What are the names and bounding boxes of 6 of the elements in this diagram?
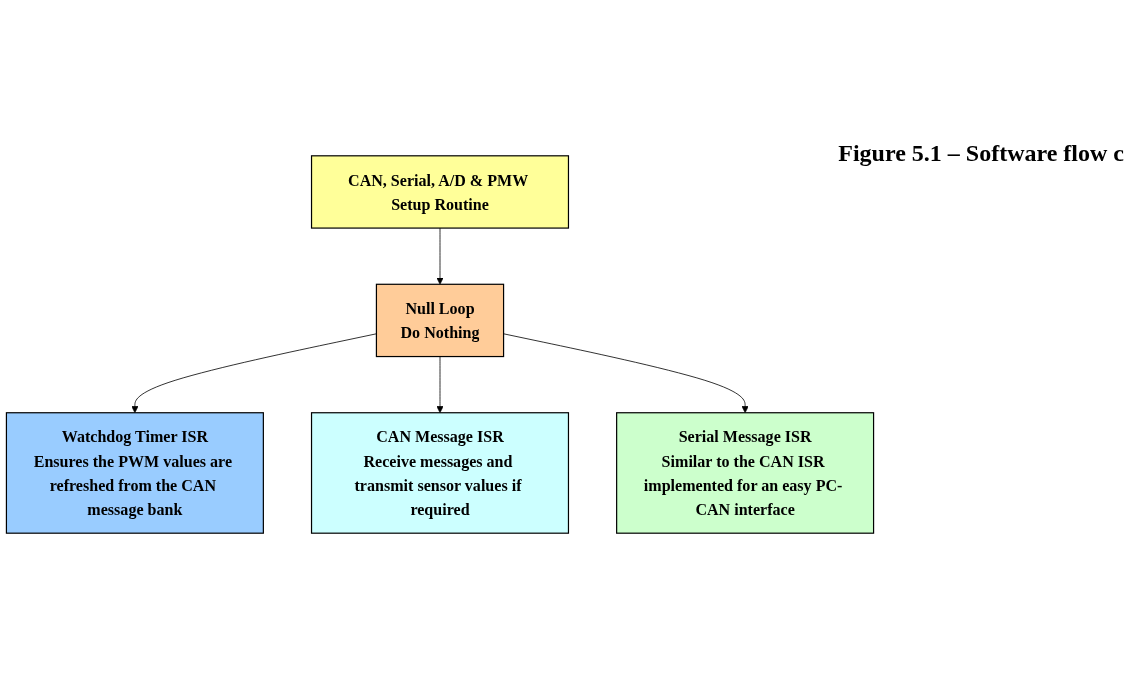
node-box: CAN, Serial, A/D & PMW Setup Routine	[310, 155, 570, 229]
node-box: Null Loop Do Nothing	[375, 283, 505, 358]
figure-caption: Figure 5.1 – Software flow c	[838, 140, 1124, 167]
node-box: CAN Message ISR Receive messages and transmit sensor values if required	[310, 412, 570, 534]
node-box: Watchdog Timer ISR Ensures the PWM values are refreshed from the CAN message bank	[5, 412, 264, 534]
node-box: Serial Message ISR Similar to the CAN ISR implemented for an easy PC- CAN interface	[616, 412, 875, 534]
